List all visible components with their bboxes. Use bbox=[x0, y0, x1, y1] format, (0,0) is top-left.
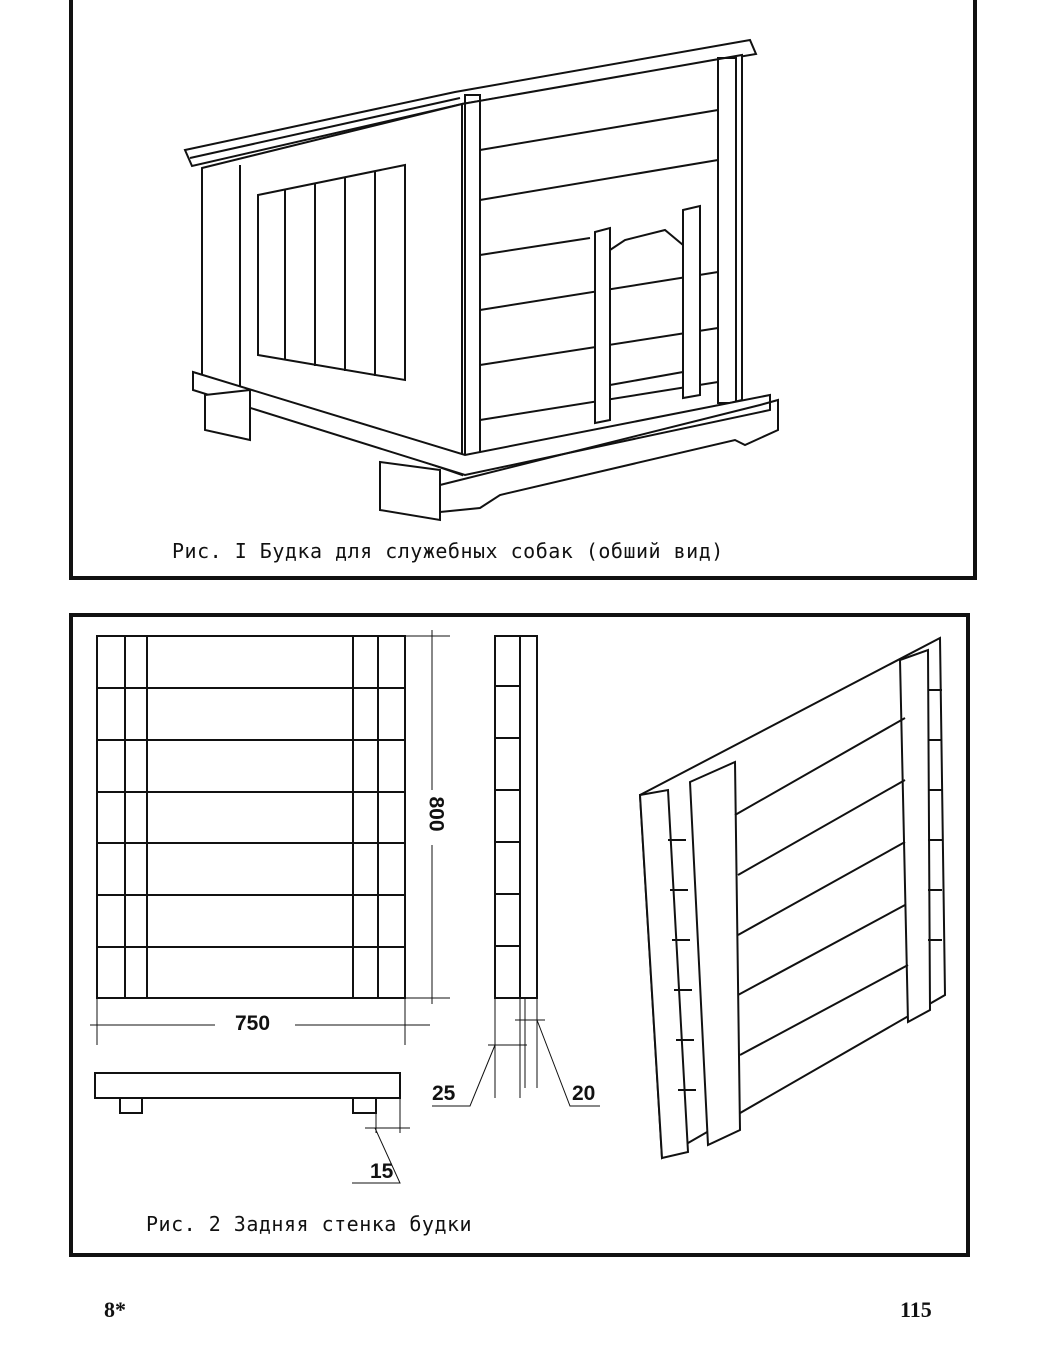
page-number: 115 bbox=[900, 1297, 932, 1322]
dimension-batten-thickness: 20 bbox=[572, 1082, 596, 1105]
back-wall-bottom-view bbox=[94, 1072, 410, 1184]
figure2-frame bbox=[69, 613, 970, 1257]
figure2-caption: Рис. 2 Задняя стенка будки bbox=[146, 1212, 473, 1236]
back-wall-front-view bbox=[90, 630, 450, 1045]
signature-mark: 8* bbox=[104, 1297, 126, 1322]
dimension-offset: 15 bbox=[370, 1160, 394, 1183]
figure1-caption: Рис. I Будка для служебных собак (обший … bbox=[172, 539, 724, 563]
dimension-height: 800 bbox=[424, 796, 448, 832]
dimension-width: 750 bbox=[235, 1012, 271, 1035]
figure1-frame bbox=[69, 0, 977, 580]
doghouse-general-view bbox=[183, 38, 779, 522]
back-wall-side-view bbox=[432, 635, 600, 1107]
back-wall-isometric-view bbox=[638, 636, 947, 1160]
dimension-board-thickness: 25 bbox=[432, 1082, 456, 1105]
